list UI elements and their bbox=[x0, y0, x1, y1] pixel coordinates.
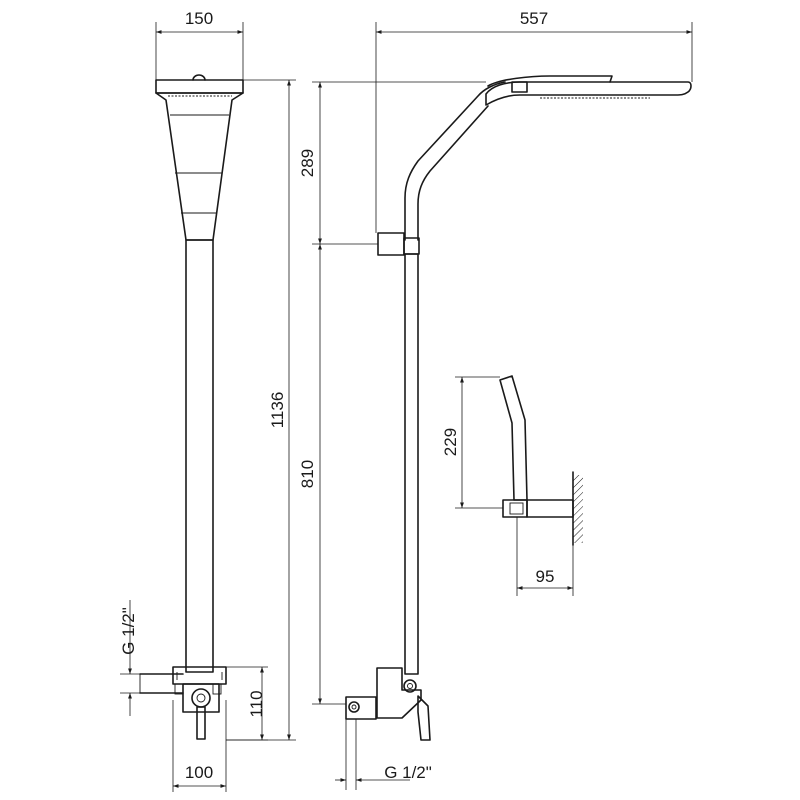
dim-bar-height: 810 bbox=[298, 460, 317, 488]
front-valve-top bbox=[172, 666, 227, 685]
side-head-plate bbox=[485, 81, 692, 106]
side-dimensions bbox=[312, 22, 693, 790]
dim-hand-height: 229 bbox=[441, 428, 460, 456]
side-valve-lever bbox=[417, 695, 431, 741]
side-valve-body bbox=[376, 667, 422, 719]
front-view bbox=[139, 74, 244, 740]
hand-shower-view bbox=[499, 375, 583, 546]
side-arm-outer bbox=[404, 81, 506, 241]
hand-shower-handle bbox=[499, 375, 528, 501]
side-inlet-fitting bbox=[345, 696, 377, 720]
dim-total-height: 1136 bbox=[268, 392, 287, 429]
dim-head-width: 150 bbox=[185, 9, 213, 28]
hand-wall-bracket bbox=[526, 499, 574, 518]
side-bar bbox=[404, 253, 419, 675]
side-valve-knob bbox=[403, 679, 417, 693]
hand-dimensions bbox=[455, 376, 574, 596]
dim-arm-length: 557 bbox=[520, 9, 548, 28]
dim-wall-offset: 95 bbox=[536, 567, 555, 586]
dim-thread-bottom: G 1/2" bbox=[384, 763, 432, 782]
front-head-top bbox=[155, 79, 244, 94]
dim-valve-width: 100 bbox=[185, 763, 213, 782]
side-bracket bbox=[377, 232, 405, 256]
side-arm-inner bbox=[417, 105, 489, 241]
front-pipe bbox=[185, 239, 214, 673]
dim-thread-left: G 1/2" bbox=[119, 607, 138, 655]
wall-hatch bbox=[573, 475, 583, 543]
front-head-knob bbox=[192, 74, 206, 81]
dim-valve-height: 110 bbox=[247, 690, 266, 717]
front-valve-lever bbox=[196, 706, 206, 740]
dim-head-height: 289 bbox=[298, 149, 317, 177]
front-valve-knob bbox=[191, 688, 211, 708]
front-valve-body bbox=[182, 683, 220, 713]
front-dimensions bbox=[120, 22, 296, 792]
side-view bbox=[345, 75, 692, 741]
